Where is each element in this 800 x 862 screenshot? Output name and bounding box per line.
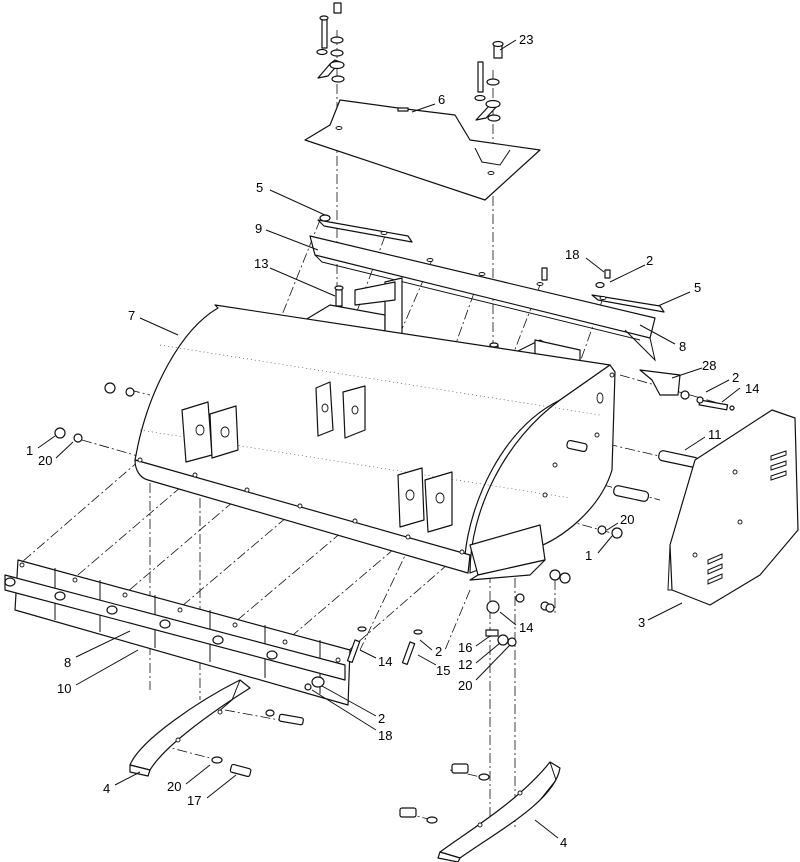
callout-5-right: 5 (694, 280, 701, 295)
callout-12: 12 (458, 657, 472, 672)
upper-fastener-stack-left (316, 2, 345, 83)
callout-4-left: 4 (103, 781, 110, 796)
callout-2-upper: 2 (646, 253, 653, 268)
callout-7: 7 (128, 308, 135, 323)
skid-right (437, 761, 561, 862)
callout-20-lower: 20 (167, 779, 181, 794)
skid-left (129, 679, 251, 777)
side-fasteners (54, 369, 735, 647)
callout-1-right: 1 (585, 548, 592, 563)
callout-20-right: 20 (620, 512, 634, 527)
callout-4-right: 4 (560, 835, 567, 850)
cover-plate (304, 99, 541, 201)
callout-11: 11 (708, 427, 722, 442)
callout-15: 15 (436, 663, 450, 678)
callout-20-mid: 20 (458, 678, 472, 693)
callout-18-upper: 18 (565, 247, 579, 262)
callout-2-lower: 2 (378, 711, 385, 726)
callout-14-mid: 14 (519, 620, 533, 635)
pins (566, 439, 699, 502)
front-curtain (4, 559, 351, 706)
callout-6: 6 (438, 92, 445, 107)
side-shield (667, 409, 799, 606)
lower-mid-fasteners (211, 626, 490, 824)
callout-9: 9 (255, 221, 262, 236)
callout-16: 16 (458, 640, 472, 655)
callout-20-left: 20 (38, 453, 52, 468)
callout-1-left: 1 (26, 443, 33, 458)
callout-10: 10 (57, 681, 71, 696)
callout-18-lower: 18 (378, 728, 392, 743)
callout-5-upper: 5 (256, 180, 263, 195)
callout-8-upper: 8 (679, 339, 686, 354)
rear-rail-assembly (309, 214, 665, 362)
callout-2-right: 2 (732, 370, 739, 385)
callout-17: 17 (187, 793, 201, 808)
callout-8-lower: 8 (64, 655, 71, 670)
callout-14-right: 14 (745, 381, 759, 396)
callout-2-mid: 2 (435, 644, 442, 659)
callout-23: 23 (519, 32, 533, 47)
callout-13: 13 (254, 256, 268, 271)
leader-lines (37, 39, 741, 839)
main-housing (134, 304, 616, 581)
upper-fastener-stack-right (474, 40, 504, 122)
callouts: 23 6 5 9 18 2 5 13 7 8 28 2 14 1 20 11 2… (26, 32, 759, 850)
callout-28: 28 (702, 358, 716, 373)
callout-14-lower: 14 (378, 654, 392, 669)
callout-3: 3 (638, 615, 645, 630)
